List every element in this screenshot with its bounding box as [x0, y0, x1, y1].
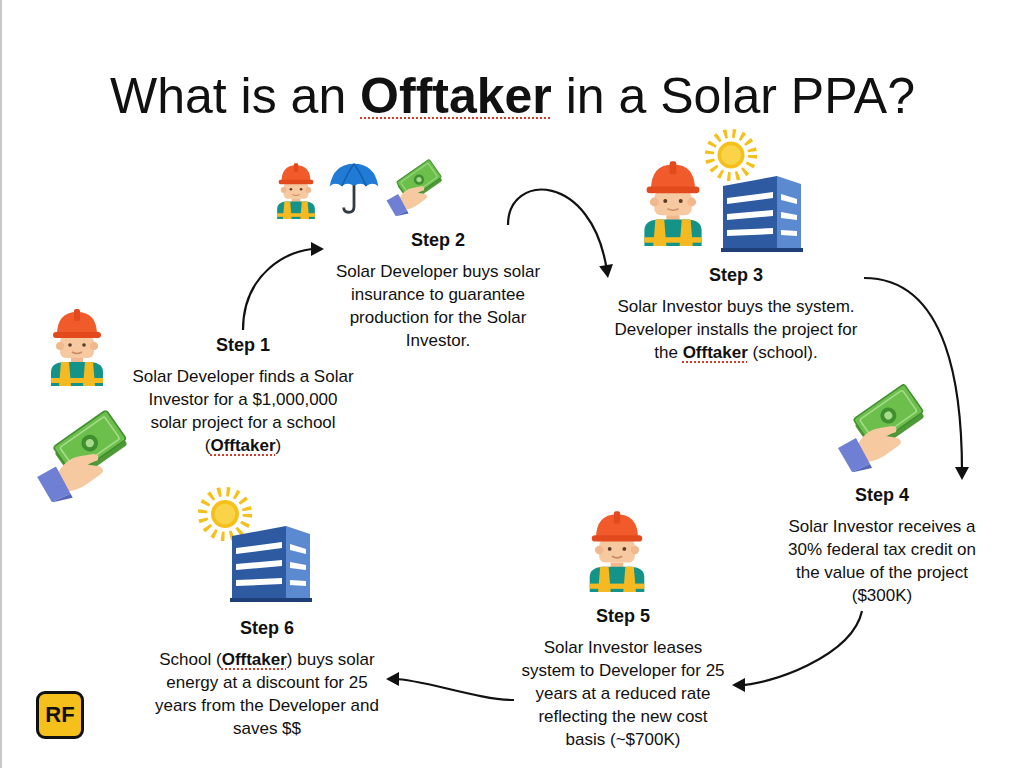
page-edge: [0, 0, 2, 768]
flow-arrow: [386, 672, 514, 700]
logo-badge: RF: [36, 691, 84, 739]
step-block: Step 2 Solar Developer buys solar insuran…: [328, 229, 548, 352]
step-block: Step 4 Solar Investor receives a 30% fede…: [777, 484, 987, 607]
step-heading: Step 1: [132, 334, 354, 356]
emphasis: Offtaker: [683, 343, 748, 362]
money-icon: [838, 384, 926, 472]
flow-arrow: [864, 278, 969, 480]
step-text: School (Offtaker) buys solar energy at a…: [152, 648, 382, 740]
step-text: Solar Investor buys the system. Develope…: [612, 295, 860, 364]
step-heading: Step 3: [612, 264, 860, 286]
step-heading: Step 4: [777, 484, 987, 506]
worker-icon: [277, 163, 315, 219]
step-text: Solar Investor leases system to Develope…: [518, 636, 728, 751]
step-block: Step 1 Solar Developer finds a Solar Inve…: [132, 334, 354, 457]
worker-icon: [51, 309, 103, 386]
title: What is an Offtaker in a Solar PPA?: [0, 66, 1025, 126]
emphasis: Offtaker: [210, 436, 275, 455]
step-block: Step 5 Solar Investor leases system to De…: [518, 605, 728, 751]
arrow-line: [508, 190, 607, 270]
money-icon: [37, 410, 129, 502]
worker-icon: [644, 161, 701, 246]
emphasis: Offtaker: [360, 68, 552, 124]
building-icon: [721, 176, 803, 252]
sun-icon: [203, 492, 248, 537]
step-heading: Step 6: [152, 617, 382, 639]
step-block: Step 6 School (Offtaker) buys solar energ…: [152, 617, 382, 740]
emphasis: Offtaker: [222, 650, 287, 669]
flow-arrow: [243, 242, 324, 330]
arrow-head: [599, 264, 613, 278]
arrow-head: [386, 672, 399, 686]
building-icon: [230, 526, 312, 602]
arrow-line: [243, 249, 316, 330]
step-block: Step 3 Solar Investor buys the system. De…: [612, 264, 860, 364]
flow-arrow: [732, 611, 862, 692]
step-heading: Step 2: [328, 229, 548, 251]
worker-icon: [590, 511, 645, 592]
arrow-head: [311, 242, 324, 256]
step-text: Solar Developer buys solar insurance to …: [328, 260, 548, 352]
arrow-line: [864, 278, 962, 472]
umbrella-icon: [330, 164, 379, 213]
step-text: Solar Developer finds a Solar Investor f…: [132, 365, 354, 457]
money-icon: [387, 159, 444, 216]
arrow-line: [740, 611, 862, 685]
arrow-head: [732, 678, 745, 692]
arrow-line: [394, 679, 514, 700]
step-text: Solar Investor receives a 30% federal ta…: [777, 515, 987, 607]
arrow-head: [955, 467, 969, 480]
sun-icon: [709, 133, 752, 176]
step-heading: Step 5: [518, 605, 728, 627]
